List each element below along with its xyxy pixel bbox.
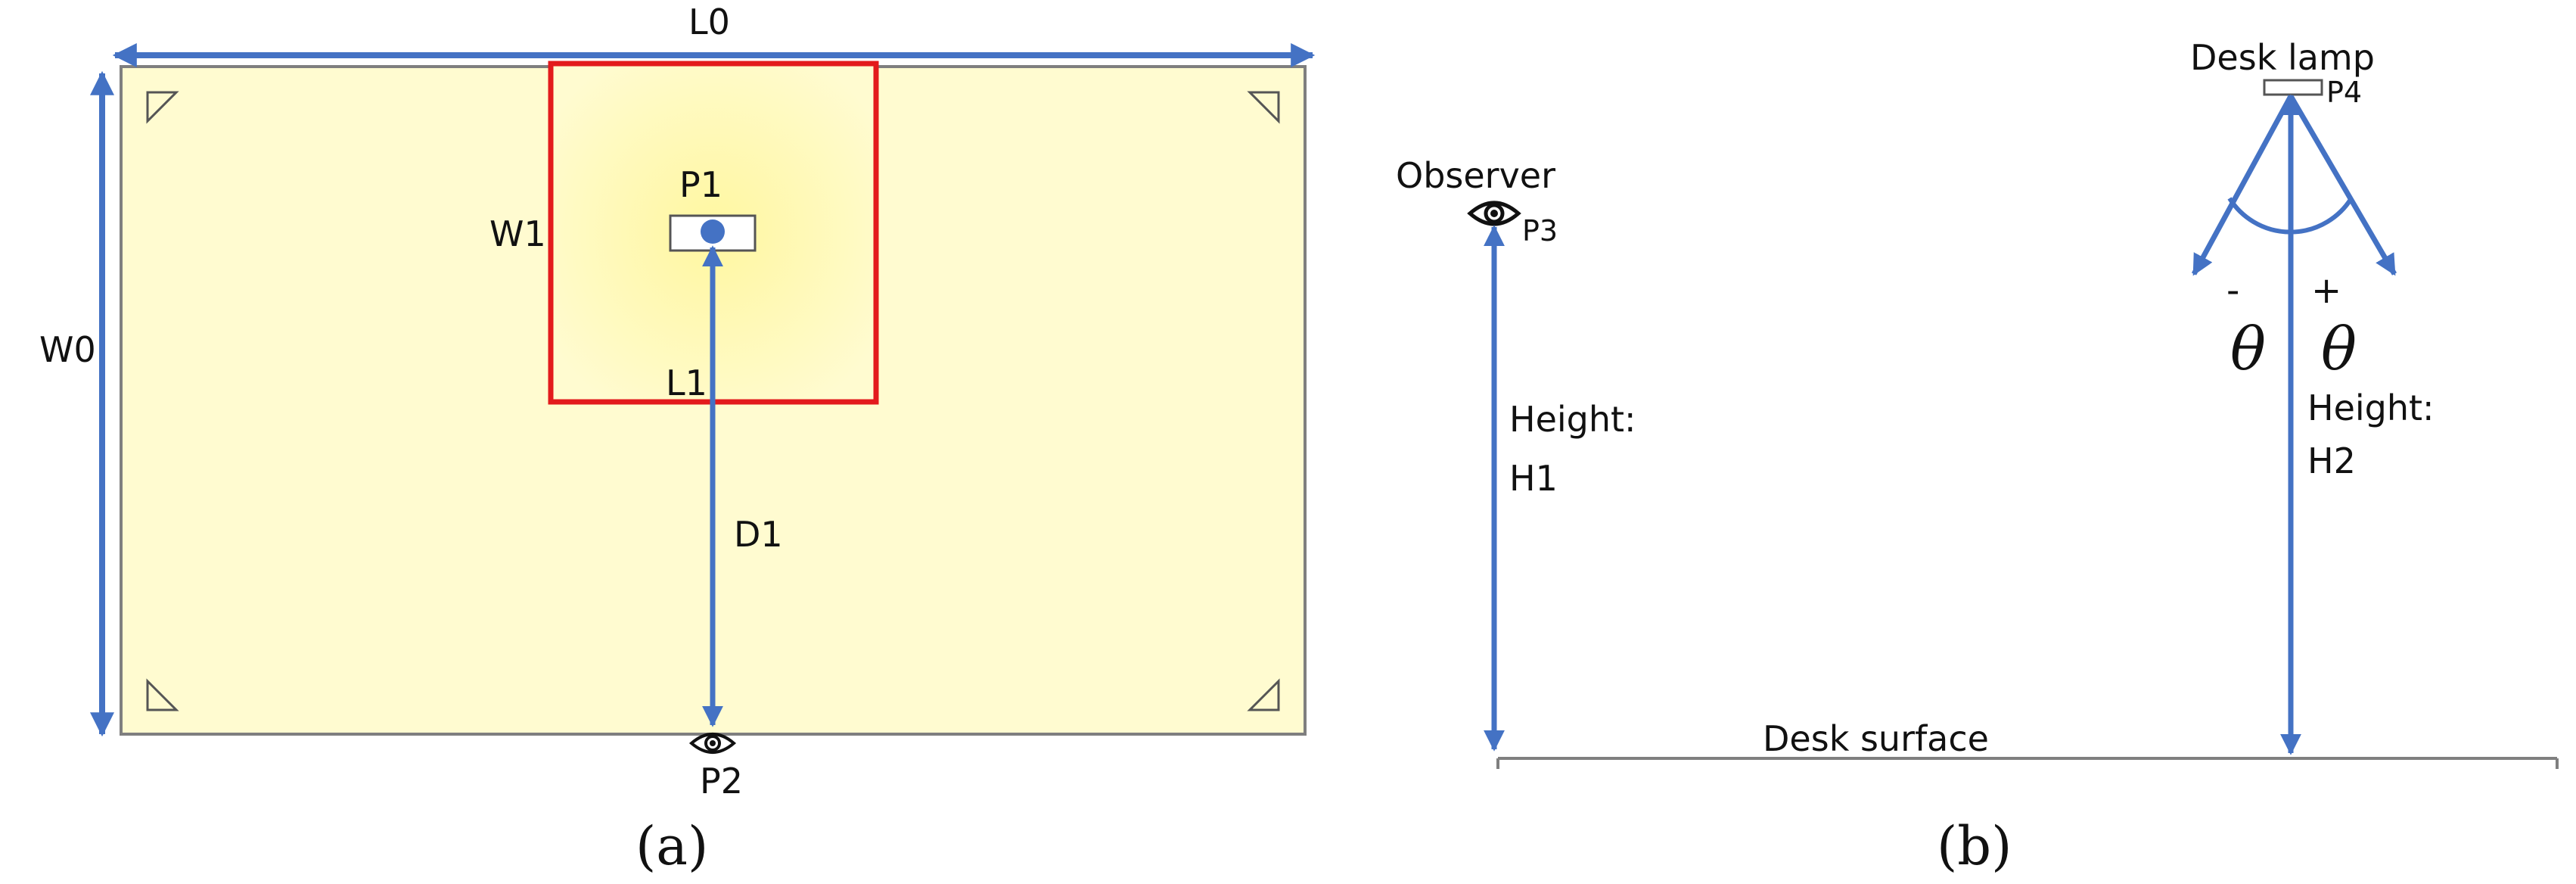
corner-triangle-icon — [1247, 91, 1280, 124]
p2-label: P2 — [700, 761, 743, 802]
plus-sign-label: + — [2311, 269, 2341, 312]
p1-measurement-point — [701, 219, 725, 244]
p4-label: P4 — [2326, 76, 2362, 109]
caption-b: (b) — [1937, 815, 2012, 877]
l0-label: L0 — [688, 2, 730, 42]
w0-label: W0 — [39, 329, 96, 370]
h1-label-line1: Height: — [1509, 399, 1636, 440]
desk-surface-label: Desk surface — [1763, 718, 1989, 759]
theta-left-label: θ — [2230, 316, 2266, 384]
h2-label-line1: Height: — [2307, 388, 2435, 428]
eye-icon — [688, 733, 737, 754]
p3-label: P3 — [1522, 214, 1558, 247]
h1-label-line2: H1 — [1509, 458, 1558, 499]
lamp-beam-right — [2288, 95, 2397, 276]
panel-b: Desk surface Observer P3 Height: H1 Desk… — [1396, 37, 2559, 877]
minus-sign-label: - — [2226, 269, 2239, 312]
corner-triangle-icon — [1247, 678, 1280, 711]
h2-label-line2: H2 — [2307, 440, 2356, 481]
corner-triangle-icon — [146, 678, 179, 711]
desk-lamp-label: Desk lamp — [2190, 37, 2375, 78]
panel-a: L0 W0 W1 L1 P1 D1 P2 (a) — [39, 2, 1316, 877]
observer-label: Observer — [1396, 155, 1555, 196]
w1-label: W1 — [489, 213, 546, 254]
caption-a: (a) — [635, 815, 708, 877]
corner-triangle-icon — [146, 91, 179, 124]
corner-markers — [146, 91, 1280, 711]
lamp-beam-left — [2191, 95, 2294, 276]
l1-label: L1 — [666, 363, 707, 403]
desk-lamp-head — [2263, 79, 2323, 96]
theta-right-label: θ — [2321, 316, 2357, 384]
d1-label: D1 — [734, 514, 783, 555]
eye-icon — [1467, 201, 1521, 226]
p1-label: P1 — [679, 164, 722, 205]
